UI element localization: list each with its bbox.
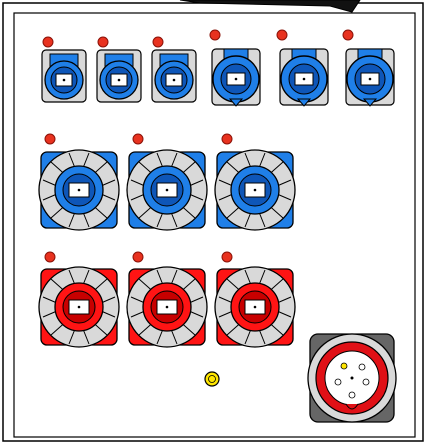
blue-socket-outlet[interactable] bbox=[41, 49, 87, 103]
top-handle bbox=[179, 0, 361, 13]
blue-cee-socket[interactable] bbox=[126, 149, 208, 231]
blue-cee-socket[interactable] bbox=[214, 149, 296, 231]
indicator-lamp bbox=[152, 36, 164, 48]
indicator-lamp bbox=[221, 251, 233, 263]
indicator-lamp bbox=[221, 133, 233, 145]
red-cee-socket[interactable] bbox=[214, 266, 296, 348]
indicator-lamp bbox=[42, 36, 54, 48]
blue-socket-outlet[interactable] bbox=[96, 49, 142, 103]
red-cee-inlet[interactable] bbox=[307, 333, 397, 423]
indicator-lamp bbox=[132, 133, 144, 145]
blue-socket-outlet[interactable] bbox=[279, 48, 329, 107]
blue-cee-socket[interactable] bbox=[38, 149, 120, 231]
indicator-lamp bbox=[276, 29, 288, 41]
blue-socket-outlet[interactable] bbox=[211, 48, 261, 107]
blue-socket-outlet[interactable] bbox=[151, 49, 197, 103]
indicator-lamp bbox=[44, 251, 56, 263]
indicator-lamp bbox=[132, 251, 144, 263]
indicator-lamp bbox=[44, 133, 56, 145]
red-cee-socket[interactable] bbox=[38, 266, 120, 348]
indicator-lamp bbox=[342, 29, 354, 41]
yellow-button[interactable] bbox=[204, 371, 220, 387]
indicator-lamp bbox=[209, 29, 221, 41]
indicator-lamp bbox=[97, 36, 109, 48]
blue-socket-outlet[interactable] bbox=[345, 48, 395, 107]
red-cee-socket[interactable] bbox=[126, 266, 208, 348]
